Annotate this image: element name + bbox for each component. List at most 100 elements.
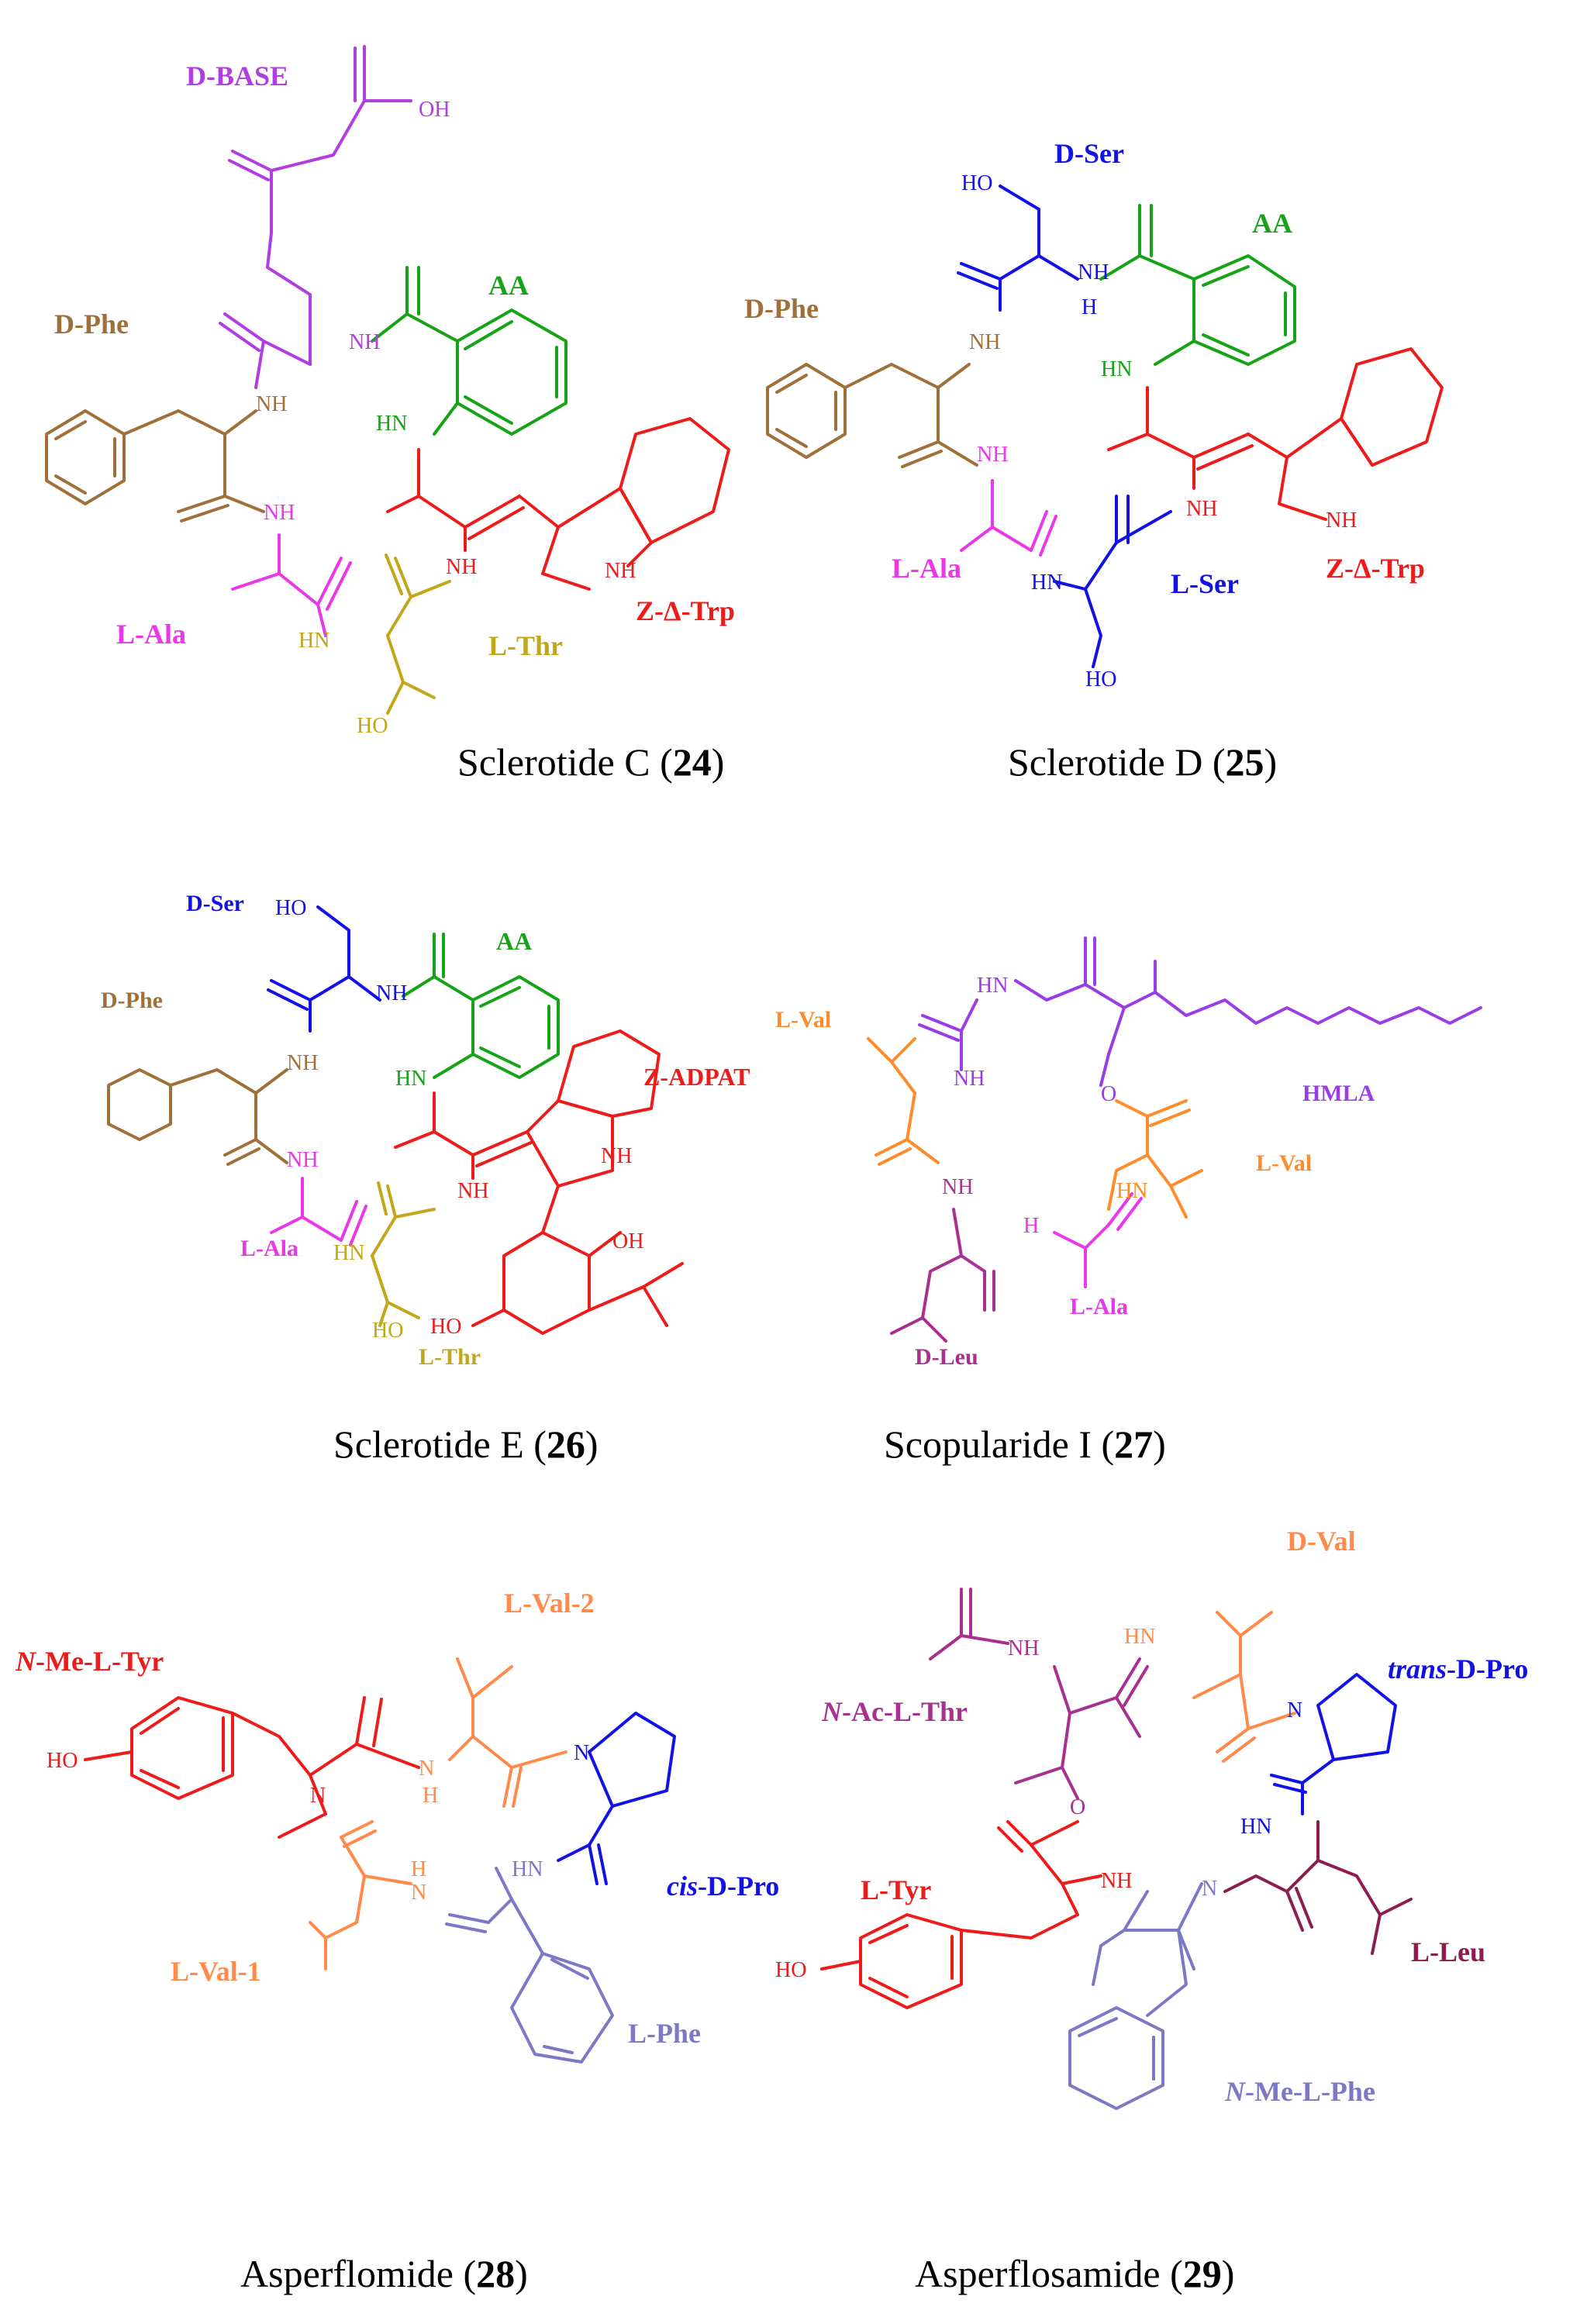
l-thr-residue (371, 1181, 436, 1327)
atom-oh: OH (612, 1229, 643, 1253)
compound-26-structure (107, 905, 684, 1335)
d-phe-residue (766, 363, 978, 468)
label-l-val-1: L-Val-1 (171, 1956, 261, 1987)
l-tyr-residue (820, 1820, 1102, 2009)
label-d-phe: D-Phe (101, 988, 163, 1013)
label-l-ala: L-Ala (116, 619, 186, 650)
d-ser-residue (267, 905, 381, 1033)
atom-hn: HN (376, 412, 407, 436)
atom-hn: HN (512, 1857, 543, 1881)
atom-nh: NH (969, 330, 1000, 354)
caption-28: Asperflomide (28) (240, 2252, 528, 2295)
caption-24: Sclerotide C (24) (457, 740, 724, 784)
label-d-leu: D-Leu (915, 1344, 978, 1370)
atom-h: H (423, 1784, 438, 1808)
atom-n: N (1202, 1877, 1217, 1901)
anthranilic-acid-residue (371, 266, 567, 436)
atom-nh: NH (605, 559, 636, 583)
dehydro-trp-residue (386, 417, 730, 591)
label-adpat: Z-ADPAT (643, 1063, 750, 1091)
label-l-ser: L-Ser (1171, 568, 1239, 599)
trans-d-pro-residue (1270, 1673, 1397, 1815)
label-d-ser: D-Ser (1054, 138, 1124, 169)
atom-nh: NH (376, 981, 407, 1005)
compound-29-structure (820, 1588, 1413, 2110)
atom-nh: NH (954, 1067, 985, 1091)
atom-nh: NH (1008, 1636, 1039, 1660)
l-ala-residue (270, 1177, 367, 1246)
l-leu-residue (1223, 1820, 1413, 1955)
d-phe-residue (45, 409, 265, 522)
caption-26: Sclerotide E (26) (333, 1422, 599, 1466)
d-base-residue (219, 45, 412, 389)
atom-nh: NH (256, 392, 287, 416)
l-val-right-residue (1107, 1099, 1203, 1219)
compound-26-labels: D-Ser AA D-Phe L-Ala L-Thr Z-ADPAT HO NH… (101, 891, 750, 1466)
label-nac-thr: N-Ac-L-Thr (821, 1696, 968, 1727)
compound-24-structure (45, 45, 730, 715)
label-nme-phe: N-Me-L-Phe (1224, 2076, 1375, 2107)
d-leu-residue (890, 1208, 995, 1343)
atom-hn: HN (1240, 1815, 1271, 1839)
compound-28-labels: N-Me-L-Tyr L-Val-2 cis-D-Pro L-Val-1 L-P… (15, 1588, 779, 2295)
atom-hn: HN (1031, 571, 1062, 595)
caption-25: Sclerotide D (25) (1008, 740, 1277, 784)
atom-o: O (1070, 1795, 1085, 1819)
atom-nh: NH (1101, 1869, 1132, 1893)
label-l-leu: L-Leu (1411, 1936, 1485, 1967)
atom-nh: NH (287, 1051, 318, 1075)
label-l-phe: L-Phe (628, 2018, 701, 2049)
atom-n: N (574, 1741, 589, 1765)
label-aa: AA (496, 927, 532, 955)
atom-hn: HN (1101, 357, 1132, 381)
l-val-left-residue (867, 1037, 940, 1166)
caption-27: Scopularide I (27) (884, 1422, 1166, 1466)
atom-nh: NH (942, 1175, 973, 1199)
compound-25-labels: D-Ser AA D-Phe L-Ala L-Ser Z-Δ-Trp HO NH… (744, 138, 1425, 784)
atom-hn: HN (333, 1241, 364, 1265)
cis-d-pro-residue (557, 1712, 676, 1885)
atom-n: N (310, 1784, 326, 1808)
atom-nh: NH (977, 443, 1008, 467)
atom-o: O (1101, 1082, 1116, 1106)
compound-29-labels: D-Val trans-D-Pro N-Ac-L-Thr L-Tyr L-Leu… (775, 1526, 1528, 2295)
atom-n: N (419, 1757, 434, 1781)
atom-nh: NH (446, 555, 477, 579)
l-ala-residue (1053, 1192, 1143, 1288)
atom-n: N (411, 1881, 426, 1905)
label-l-thr: L-Thr (419, 1344, 481, 1370)
label-d-base: D-BASE (186, 60, 288, 91)
atom-hn: HN (1124, 1625, 1155, 1649)
atom-h: H (411, 1857, 426, 1881)
nme-phe-residue (1068, 1882, 1203, 2110)
compound-28-structure (84, 1657, 676, 2064)
atom-nh: NH (1078, 260, 1109, 284)
label-nme-tyr: N-Me-L-Tyr (15, 1646, 164, 1677)
atom-ho: HO (961, 171, 992, 195)
label-d-phe: D-Phe (54, 309, 129, 340)
nme-tyr-residue (84, 1696, 420, 1839)
label-d-ser: D-Ser (186, 891, 244, 916)
compound-27-labels: L-Val HMLA L-Val L-Ala D-Leu HN NH O NH … (775, 974, 1375, 1466)
atom-nh: NH (349, 330, 380, 354)
l-ser-residue (1053, 495, 1172, 668)
label-trp: Z-Δ-Trp (1326, 553, 1425, 584)
atom-nh: NH (1186, 497, 1217, 521)
d-val-residue (1192, 1611, 1296, 1763)
label-l-val-left: L-Val (775, 1007, 831, 1033)
atom-hn: HN (298, 629, 329, 653)
nac-thr-residue (929, 1588, 1149, 1800)
label-l-val-right: L-Val (1256, 1150, 1312, 1176)
l-phe-residue (445, 1867, 614, 2064)
hmla-residue (918, 936, 1482, 1087)
atom-oh: OH (419, 98, 450, 122)
atom-n: N (1287, 1698, 1302, 1722)
atom-ho: HO (775, 1958, 806, 1982)
atom-nh: NH (457, 1179, 488, 1203)
label-trans-d-pro: trans-D-Pro (1388, 1653, 1528, 1684)
atom-ho: HO (430, 1315, 461, 1339)
label-d-phe: D-Phe (744, 293, 819, 324)
d-phe-residue (107, 1068, 288, 1166)
atom-h: H (1023, 1214, 1039, 1238)
